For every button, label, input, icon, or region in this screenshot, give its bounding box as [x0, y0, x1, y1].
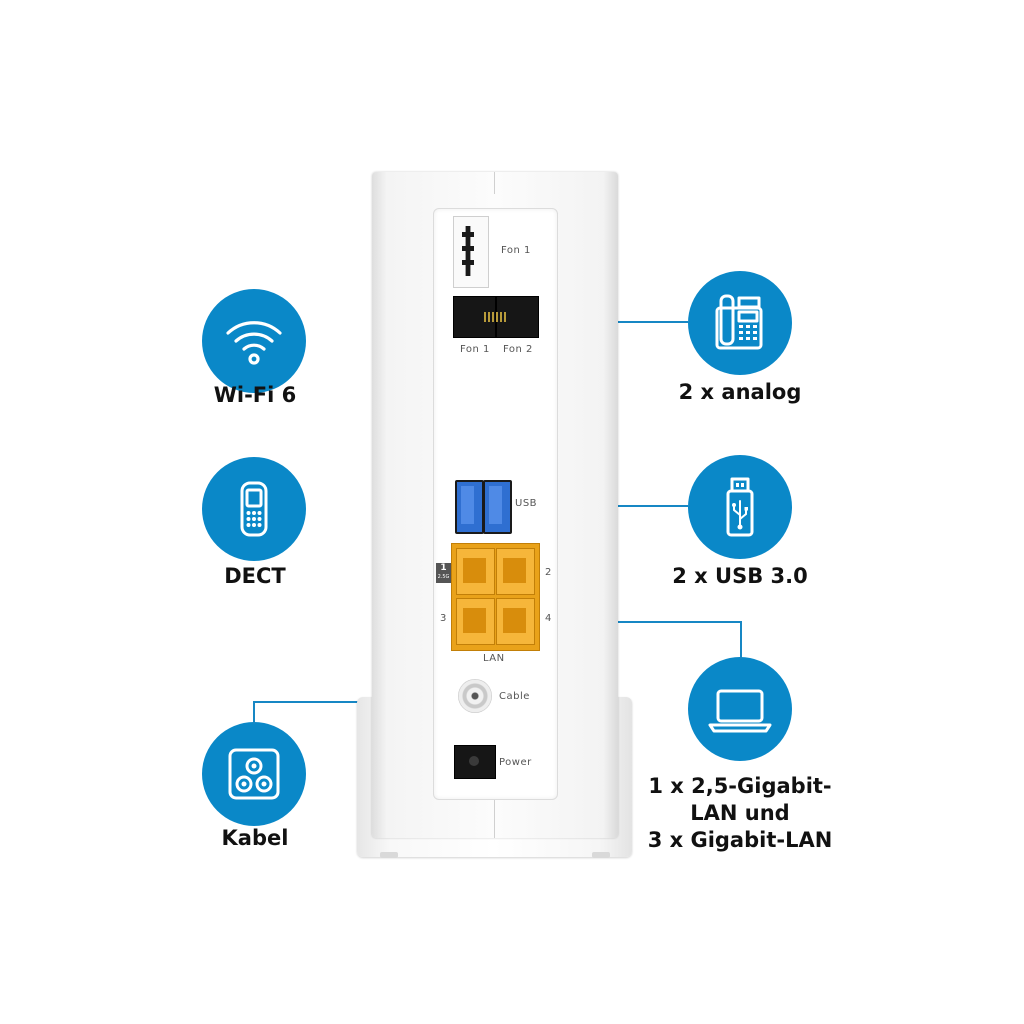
cable-label-device: Cable: [499, 691, 530, 702]
lan-label-line2: LAN und: [690, 801, 790, 825]
tae-fon1-label: Fon 1: [501, 245, 531, 256]
lan-port-3-inner: [463, 608, 486, 633]
usb-port-1-tongue: [461, 486, 474, 524]
lan-port-4[interactable]: [496, 598, 535, 645]
lan-badge: [688, 657, 792, 761]
dect-badge: [202, 457, 306, 561]
power-port-pin: [469, 756, 479, 766]
fon2-label: Fon 2: [503, 344, 533, 355]
fon-port-contacts: [484, 312, 506, 322]
tae-socket[interactable]: [453, 216, 489, 288]
coax-socket-icon: [228, 748, 280, 800]
cable-connector-v: [253, 702, 255, 724]
cable-label: Kabel: [221, 826, 289, 850]
router-seam-bottom: [494, 797, 495, 838]
lan-port-1-inner: [463, 558, 486, 583]
lan-port-2-inner: [503, 558, 526, 583]
stand-foot-left: [380, 852, 398, 858]
stand-foot-right: [592, 852, 610, 858]
usb-stick-icon: [726, 477, 754, 537]
usb-label-device: USB: [515, 498, 538, 509]
lan-port-4-inner: [503, 608, 526, 633]
usb-port-2-tongue: [489, 486, 502, 524]
analog-label: 2 x analog: [678, 380, 802, 404]
wifi-label: Wi-Fi 6: [213, 383, 297, 407]
lan-num-2: 2: [545, 567, 552, 578]
lan-label-line3: 3 x Gigabit-LAN: [647, 828, 833, 852]
lan-num-3: 3: [440, 613, 447, 624]
usb-connector: [596, 505, 688, 507]
lan-badge-speed: 2.5G: [437, 574, 450, 580]
fon1-label: Fon 1: [460, 344, 490, 355]
analog-badge: [688, 271, 792, 375]
analog-connector: [596, 321, 688, 323]
laptop-icon: [708, 689, 772, 733]
usb-badge: [688, 455, 792, 559]
dect-label: DECT: [224, 564, 286, 588]
lan-num-4: 4: [545, 613, 552, 624]
cable-badge: [202, 722, 306, 826]
router-seam-top: [494, 172, 495, 194]
power-label-device: Power: [499, 757, 532, 768]
dect-phone-icon: [240, 481, 268, 537]
lan-connector-v: [740, 621, 742, 659]
wifi-icon: [226, 321, 282, 365]
cable-port[interactable]: [458, 679, 492, 713]
lan-label-device: LAN: [483, 653, 505, 664]
usb-label: 2 x USB 3.0: [672, 564, 808, 588]
lan-label: 1 x 2,5-Gigabit- LAN und 3 x Gigabit-LAN: [630, 773, 850, 854]
wifi-badge: [202, 289, 306, 393]
desk-phone-icon: [715, 294, 763, 350]
cable-connector-h: [253, 701, 373, 703]
lan-connector-h: [596, 621, 742, 623]
lan-label-line1: 1 x 2,5-Gigabit-: [648, 774, 832, 798]
lan-badge-number: 1: [440, 563, 447, 573]
lan-2-5g-badge: 1 2.5G: [436, 563, 451, 583]
